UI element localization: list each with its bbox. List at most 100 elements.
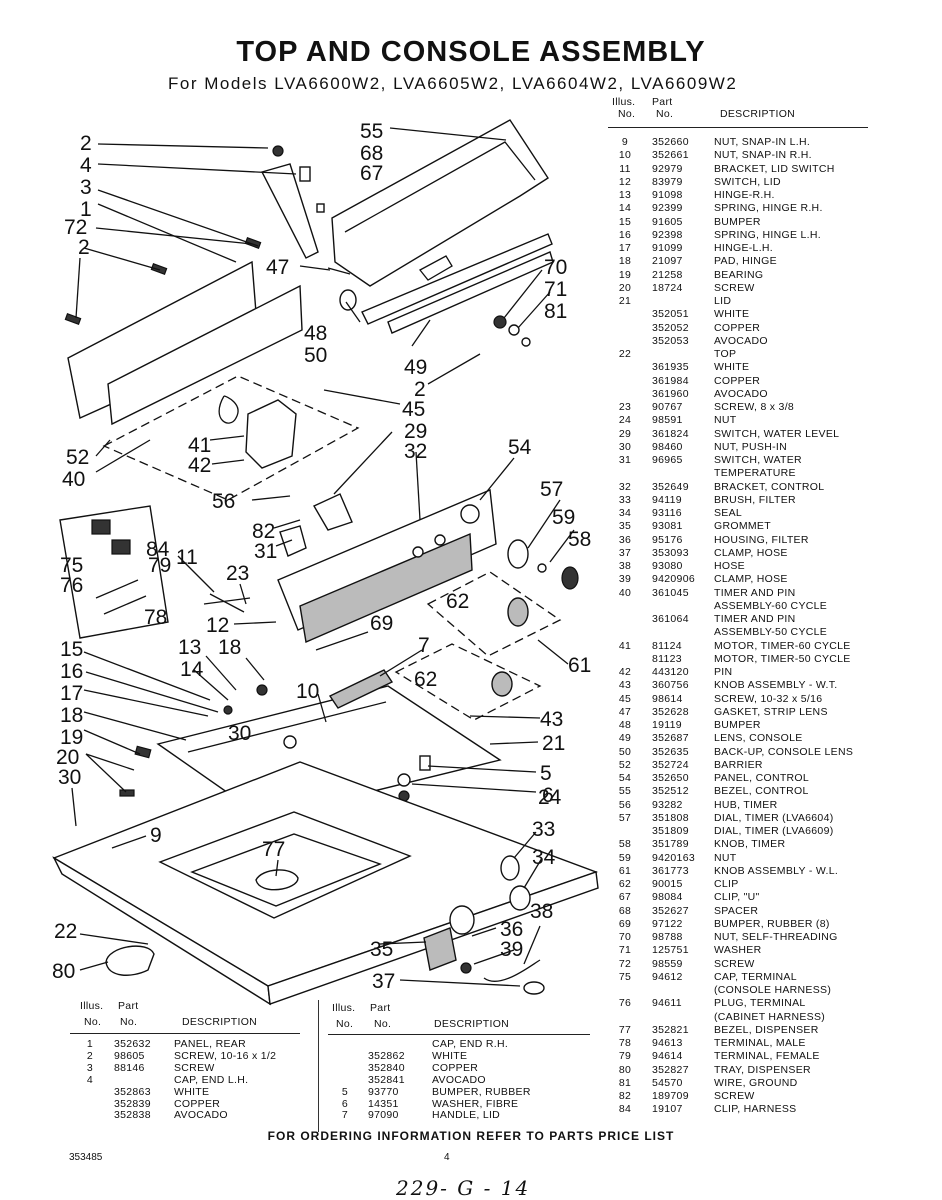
description-cell: SPRING, HINGE R.H. xyxy=(714,202,823,215)
callout-label: 58 xyxy=(568,528,591,551)
part-number-cell: 353093 xyxy=(652,546,689,559)
illus-number-cell: 13 xyxy=(618,189,632,201)
description-cell: GROMMET xyxy=(714,520,771,533)
part-number-cell: 352661 xyxy=(652,149,689,162)
callout-label: 52 xyxy=(66,446,89,469)
callout-label: 61 xyxy=(568,654,591,677)
description-cell: WHITE xyxy=(432,1049,468,1062)
illus-number-cell: 49 xyxy=(618,732,632,745)
part-number-cell: 351789 xyxy=(652,838,689,851)
part-number-cell: 98614 xyxy=(652,692,683,705)
description-cell: GASKET, STRIP LENS xyxy=(714,705,828,718)
part-number-cell: 352051 xyxy=(652,308,689,321)
illus-number-cell: 21 xyxy=(618,295,632,307)
illus-number-cell: 45 xyxy=(618,692,632,705)
column-header-description: DESCRIPTION xyxy=(720,108,796,120)
part-number-cell: 94612 xyxy=(652,970,683,983)
description-cell: BRACKET, CONTROL xyxy=(714,480,825,493)
part-number-cell: 92399 xyxy=(652,202,683,215)
description-cell: CAP, END L.H. xyxy=(174,1073,249,1086)
part-number-cell: 189709 xyxy=(652,1090,689,1102)
part-number-cell: 352052 xyxy=(652,321,689,334)
part-number-cell: 93770 xyxy=(368,1085,399,1098)
callout-label: 43 xyxy=(540,708,563,731)
part-number-cell: 98559 xyxy=(652,957,683,970)
callout-label: 13 xyxy=(178,636,201,659)
callout-label: 39 xyxy=(500,938,523,961)
part-number-cell: 21258 xyxy=(652,268,683,281)
part-number-cell: 9420163 xyxy=(652,851,695,864)
callout-label: 5 xyxy=(540,762,552,785)
column-header-illus-no: No. xyxy=(618,108,636,120)
illus-number-cell: 16 xyxy=(618,228,632,241)
callout-label: 56 xyxy=(212,490,235,513)
callout-label: 9 xyxy=(150,824,162,847)
part-number-cell: 97090 xyxy=(368,1109,399,1122)
callout-label: 30 xyxy=(228,722,251,745)
description-cell: SWITCH, WATER LEVEL xyxy=(714,427,840,440)
illus-number-cell: 32 xyxy=(618,480,632,493)
part-number-cell: 95176 xyxy=(652,533,683,546)
illus-number-cell: 84 xyxy=(618,1103,632,1116)
description-cell: SCREW xyxy=(714,281,755,294)
part-number-cell: 352839 xyxy=(114,1097,151,1110)
callout-label: 81 xyxy=(544,300,567,323)
part-number-cell: 352863 xyxy=(114,1085,151,1098)
callout-label: 30 xyxy=(58,766,81,789)
timer-motor-part xyxy=(245,399,297,469)
part-number-cell: 93080 xyxy=(652,560,683,572)
illus-number-cell: 1 xyxy=(86,1038,94,1050)
description-cell: PANEL, CONTROL xyxy=(714,772,810,784)
illus-number-cell: 4 xyxy=(86,1073,94,1086)
description-cell: COPPER xyxy=(714,321,761,334)
description-cell: AVOCADO xyxy=(174,1109,228,1122)
description-cell: NUT xyxy=(714,851,737,864)
column-header-part: Part xyxy=(652,96,673,108)
description-cell: BEARING xyxy=(714,268,764,281)
part-number-cell: 352862 xyxy=(368,1049,405,1062)
callout-label: 18 xyxy=(218,636,241,659)
part-number-cell: 352650 xyxy=(652,772,689,784)
nut-part-70 xyxy=(493,315,507,329)
description-cell: SWITCH, WATER xyxy=(714,454,802,466)
part-number-cell: 360756 xyxy=(652,679,689,692)
description-cell: SCREW, 10-16 x 1/2 xyxy=(174,1049,277,1062)
part-number-cell: 352821 xyxy=(652,1023,689,1036)
part-number-cell: 352724 xyxy=(652,758,689,771)
description-cell: NUT, SNAP-IN L.H. xyxy=(714,136,811,148)
illus-number-cell: 33 xyxy=(618,493,632,506)
callout-label: 36 xyxy=(500,918,523,941)
callout-label: 17 xyxy=(60,682,83,705)
description-cell: PAD, HINGE xyxy=(714,255,777,268)
clip-part-67 xyxy=(316,203,325,213)
description-cell: SCREW xyxy=(174,1061,215,1074)
description-cell: WHITE xyxy=(174,1085,210,1098)
callout-label: 41 xyxy=(188,434,211,457)
callout-label: 59 xyxy=(552,506,575,529)
callout-label: 33 xyxy=(532,818,555,841)
description-cell: NUT, PUSH-IN xyxy=(714,440,788,453)
part-number-cell: 94119 xyxy=(652,493,682,506)
illus-number-cell: 36 xyxy=(618,533,632,546)
part-number-cell: 98460 xyxy=(652,440,683,453)
control-bezel-part xyxy=(331,119,549,287)
callout-label: 76 xyxy=(60,574,83,597)
illus-number-cell: 82 xyxy=(618,1090,632,1102)
part-number-cell: 93282 xyxy=(652,798,683,811)
description-cell: PLUG, TERMINAL xyxy=(714,997,806,1010)
description-cell: TIMER AND PIN xyxy=(714,613,796,625)
parts-list-bottom-mid: Illus. Part No. No. DESCRIPTION CAP, END… xyxy=(328,1000,598,1130)
illus-number-cell: 75 xyxy=(618,970,632,983)
illus-number-cell: 22 xyxy=(618,348,632,360)
callout-label: 57 xyxy=(540,478,563,501)
illus-number-cell: 79 xyxy=(618,1050,632,1063)
illus-number-cell: 19 xyxy=(618,268,632,281)
callout-label: 3 xyxy=(80,176,92,199)
description-cell: BUMPER, RUBBER xyxy=(432,1085,531,1098)
illus-number-cell: 68 xyxy=(618,904,632,917)
part-number-cell: 19119 xyxy=(652,719,682,731)
spacer-part-68 xyxy=(299,166,311,182)
illus-number-cell: 20 xyxy=(618,281,632,294)
